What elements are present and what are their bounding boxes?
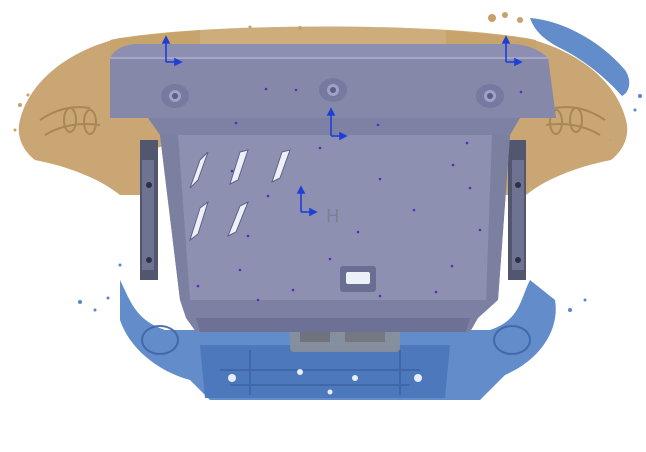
mounting-bolt-icon [161, 84, 189, 108]
coordinate-axis-icon [296, 185, 318, 217]
mounting-bolt-icon [319, 78, 347, 102]
tow-hook-cutout-icon [340, 266, 376, 292]
blue-scan-corner [530, 18, 642, 112]
side-bracket-left [140, 140, 158, 280]
measurement-points [196, 87, 523, 302]
coordinate-axis-icon [161, 35, 183, 67]
vent-slot-icon [189, 149, 291, 242]
coordinate-axis-icon [326, 107, 348, 141]
skid-plate[interactable] [110, 44, 556, 332]
skid-plate-main-face [160, 135, 510, 300]
side-bracket-right [508, 140, 526, 280]
mounting-bolt-icon [476, 84, 504, 108]
coordinate-axis-icon [501, 35, 523, 67]
